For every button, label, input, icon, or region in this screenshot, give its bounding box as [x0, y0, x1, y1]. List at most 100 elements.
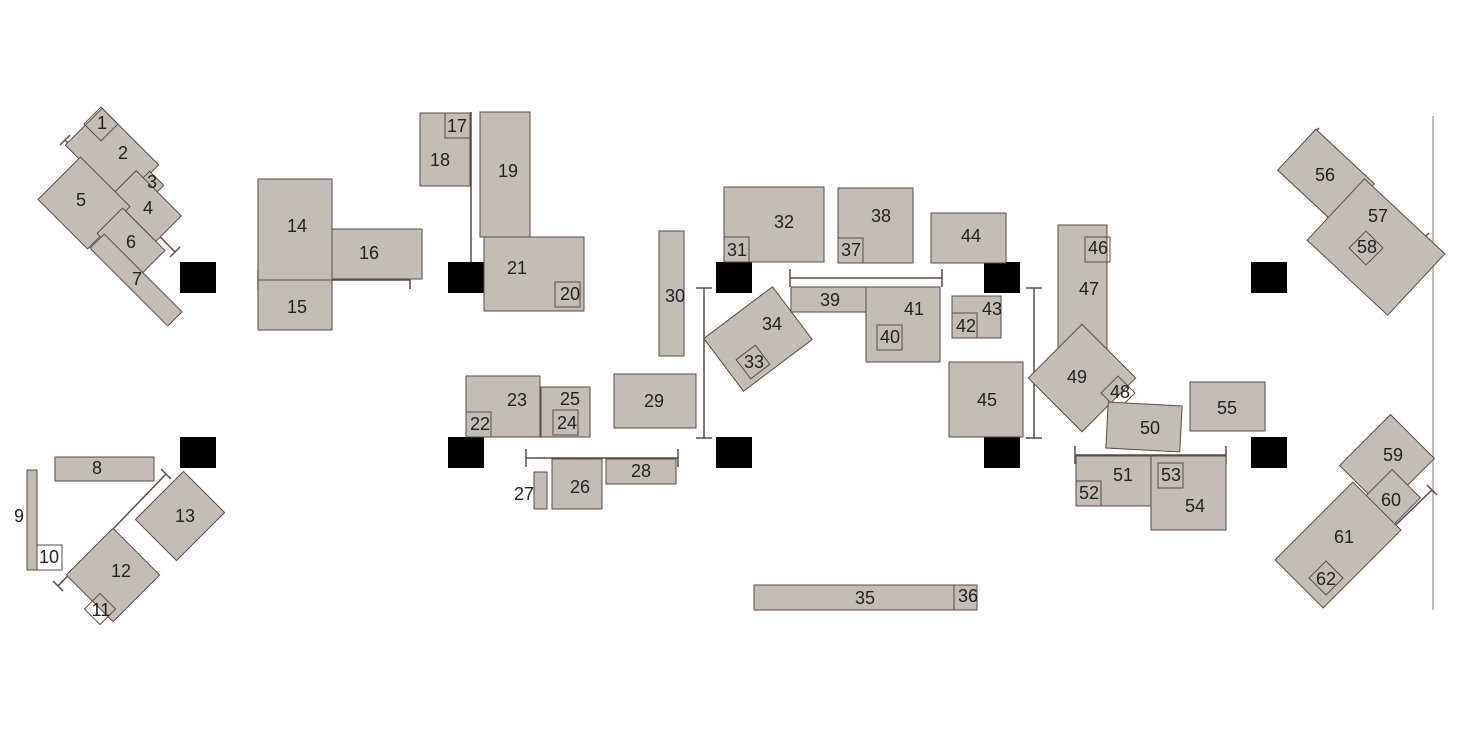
booth-group-46-55: [1027, 224, 1266, 531]
booth[interactable]: [1100, 375, 1136, 411]
booth-label: 4: [143, 198, 153, 218]
booth[interactable]: [1308, 560, 1344, 596]
booth[interactable]: [533, 471, 548, 510]
booth-label: 45: [977, 390, 997, 410]
booth-label: 32: [774, 212, 794, 232]
booth[interactable]: [951, 312, 978, 339]
booth-label: 6: [126, 232, 136, 252]
booth[interactable]: [658, 230, 685, 357]
booth[interactable]: [948, 361, 1024, 438]
booth-label: 20: [560, 284, 580, 304]
booth-label: 19: [498, 161, 518, 181]
booth-label: 12: [111, 561, 131, 581]
pillar: [984, 262, 1020, 293]
booth[interactable]: [257, 178, 333, 281]
booth-label: 1: [97, 113, 107, 133]
booth-label: 15: [287, 297, 307, 317]
booth-label: 41: [904, 299, 924, 319]
booth-label: 11: [92, 600, 111, 620]
booth[interactable]: [444, 112, 471, 139]
pillar: [448, 262, 484, 293]
booth[interactable]: [552, 409, 579, 436]
pillar: [180, 437, 216, 468]
booth[interactable]: [1075, 480, 1102, 507]
booth[interactable]: [613, 373, 697, 429]
booth[interactable]: [331, 228, 423, 280]
booth[interactable]: [554, 281, 581, 308]
booth-label: 40: [880, 327, 900, 347]
booth[interactable]: [703, 286, 813, 392]
booth-label: 27: [514, 484, 534, 504]
booth[interactable]: [1338, 413, 1436, 511]
booth[interactable]: [465, 375, 541, 438]
booth-label: 46: [1088, 238, 1108, 258]
booth[interactable]: [65, 527, 161, 623]
booth-label: 57: [1368, 206, 1388, 226]
booth[interactable]: [551, 458, 603, 510]
booth-label: 54: [1185, 496, 1205, 516]
booth[interactable]: [876, 324, 903, 351]
booth[interactable]: [1084, 236, 1111, 263]
pillar: [1251, 437, 1287, 468]
booth-group-left-top: [37, 106, 183, 327]
partition-rail: [1026, 287, 1042, 439]
booth[interactable]: [540, 386, 591, 438]
booth-group-left-bottom: [26, 456, 226, 626]
booth[interactable]: [953, 584, 978, 611]
booth-label: 60: [1381, 490, 1401, 510]
booth[interactable]: [1189, 381, 1266, 432]
booth[interactable]: [134, 470, 226, 562]
booth-group-22-30: [465, 230, 697, 510]
booth[interactable]: [89, 233, 183, 327]
partition-rail: [696, 287, 712, 439]
booth-label: 7: [132, 269, 142, 289]
booth-label: 9: [14, 506, 24, 526]
booth-label: 17: [447, 116, 467, 136]
booth[interactable]: [723, 236, 750, 263]
booth[interactable]: [837, 187, 914, 264]
booth[interactable]: [1274, 481, 1402, 609]
booth-label: 58: [1357, 237, 1377, 257]
booth[interactable]: [1157, 462, 1184, 489]
booth-label: 50: [1140, 418, 1160, 438]
booth[interactable]: [83, 106, 119, 142]
booth-label: 14: [287, 216, 307, 236]
booth[interactable]: [257, 279, 333, 331]
booth[interactable]: [83, 592, 117, 626]
booth-label: 47: [1079, 279, 1099, 299]
booth-label: 18: [430, 150, 450, 170]
booth[interactable]: [605, 458, 677, 485]
booth[interactable]: [723, 186, 825, 263]
booth[interactable]: [479, 111, 531, 238]
booth[interactable]: [1105, 401, 1183, 453]
booth-label: 26: [570, 477, 590, 497]
booth[interactable]: [26, 469, 38, 571]
booth[interactable]: [735, 344, 771, 380]
booth[interactable]: [1348, 230, 1384, 266]
booth[interactable]: [837, 237, 864, 264]
booth[interactable]: [930, 212, 1007, 264]
booth-label: 34: [762, 314, 782, 334]
booth-label: 2: [118, 143, 128, 163]
booth[interactable]: [36, 544, 63, 571]
pillar: [448, 437, 484, 468]
booth-label: 39: [820, 290, 840, 310]
booth[interactable]: [465, 411, 492, 438]
booth[interactable]: [1150, 455, 1227, 531]
booth-label: 5: [76, 190, 86, 210]
pillar: [180, 262, 216, 293]
booth[interactable]: [54, 456, 155, 482]
booth-label: 35: [855, 588, 875, 608]
booth[interactable]: [790, 286, 867, 313]
booth-label: 29: [644, 391, 664, 411]
booth[interactable]: [1306, 178, 1446, 316]
booth-label: 10: [39, 547, 59, 567]
booth[interactable]: [483, 236, 585, 312]
booth-group-right: [1274, 128, 1446, 609]
booth-label: 16: [359, 243, 379, 263]
pillar: [984, 437, 1020, 468]
booth-label: 55: [1217, 398, 1237, 418]
booth-label: 37: [841, 240, 861, 260]
